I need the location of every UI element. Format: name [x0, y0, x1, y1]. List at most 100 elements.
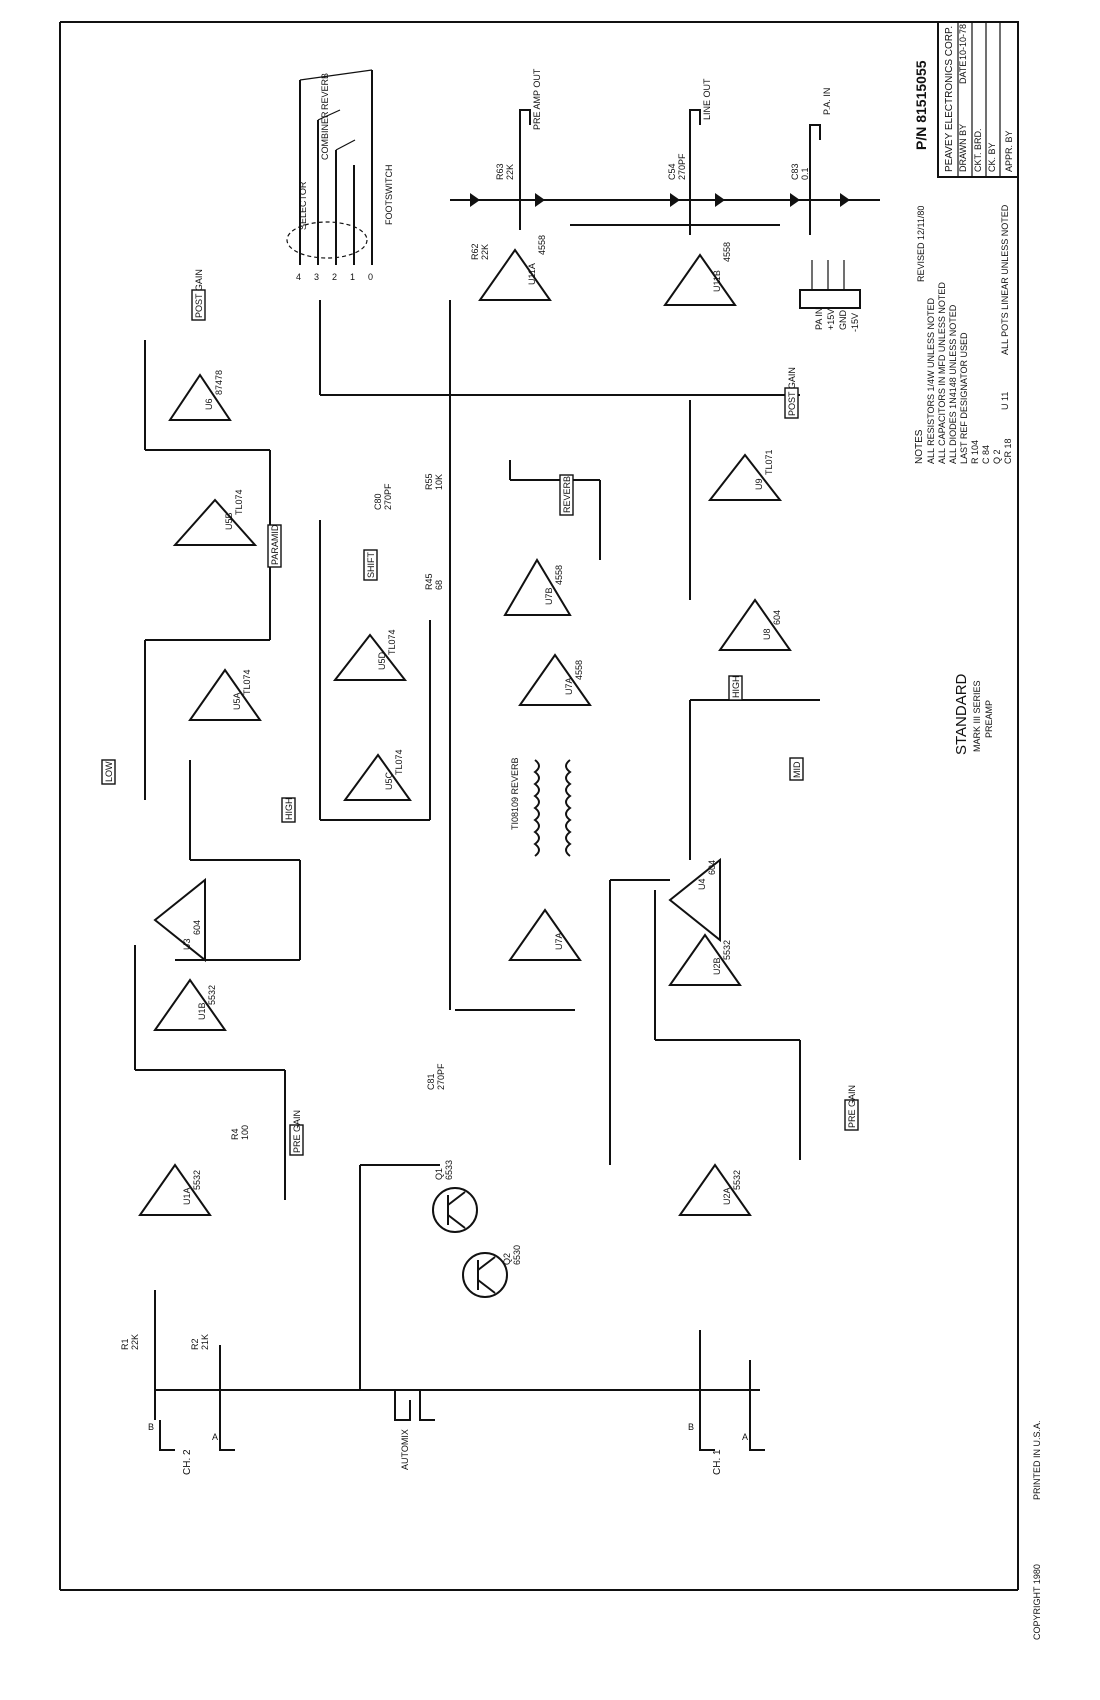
svg-text:U5D: U5D: [377, 651, 387, 670]
copyright: COPYRIGHT 1980: [1032, 1564, 1042, 1640]
title-block-frame: [937, 21, 1019, 178]
svg-text:P.A. IN: P.A. IN: [822, 88, 832, 115]
opamp-u4: [668, 857, 721, 943]
svg-text:U1A: U1A: [182, 1187, 192, 1205]
footswitch-pin: 3: [314, 272, 319, 282]
subtitle-label: PREAMP: [984, 700, 994, 738]
transistor-q1: Q1 6533: [432, 1160, 478, 1233]
pre-gain-label: PRE GAIN: [847, 1085, 857, 1128]
date-label: DATE: [958, 61, 968, 84]
line-out-jack: LINE OUT: [689, 78, 712, 135]
opamp-u5c: [343, 753, 412, 801]
component-value: 22K: [480, 244, 490, 260]
svg-text:U8: U8: [762, 628, 772, 640]
component-ref: R62: [470, 243, 480, 260]
pa-in-jack: P.A. IN: [809, 88, 832, 150]
appr-by-label: APPR. BY: [1004, 130, 1014, 172]
opamp-u2a: [678, 1163, 752, 1216]
svg-text:TL074: TL074: [242, 669, 252, 695]
high-label: HIGH: [284, 798, 294, 821]
automix-label: AUTOMIX: [400, 1429, 410, 1470]
component-value: 22K: [130, 1334, 140, 1350]
ch1-input-b: B: [688, 1422, 694, 1432]
sheet-title: STANDARD: [953, 673, 970, 755]
ck-by-label: CK. BY: [987, 142, 997, 172]
note-line: ALL RESISTORS 1/4W UNLESS NOTED: [926, 297, 936, 464]
svg-text:U9: U9: [754, 478, 764, 490]
note-line: ALL DIODES 1N4148 UNLESS NOTED: [948, 304, 958, 464]
series-label: MARK III SERIES: [972, 680, 982, 752]
printed-in: PRINTED IN U.S.A.: [1032, 1420, 1042, 1500]
pa-in-connector: PA IN +15V GND -15V: [799, 260, 861, 332]
ckt-brd-label: CKT. BRD.: [973, 128, 983, 172]
svg-text:604: 604: [707, 860, 717, 875]
pa-in-connector-label: PA IN: [814, 308, 824, 330]
mid-label: MID: [792, 761, 802, 778]
component-ref: R63: [495, 163, 505, 180]
opamp-u6: [168, 373, 232, 421]
note-line: U 11: [1000, 392, 1010, 410]
ch1-input-a: A: [742, 1432, 748, 1442]
svg-text:U1B: U1B: [197, 1002, 207, 1020]
svg-text:4558: 4558: [537, 235, 547, 255]
note-line: ALL CAPACITORS IN MFD UNLESS NOTED: [937, 282, 947, 464]
notes-block: NOTES ALL RESISTORS 1/4W UNLESS NOTED AL…: [914, 204, 1013, 464]
svg-text:Q1: Q1: [434, 1168, 444, 1180]
note-line: LAST REF DESIGNATOR USED: [959, 332, 969, 464]
ch2-input: B A CH. 2: [148, 1420, 235, 1475]
control-labels: POST GAIN POST GAIN PARAMID SHIFT REVERB…: [101, 269, 859, 1156]
note-line: ALL POTS LINEAR UNLESS NOTED: [1000, 204, 1010, 355]
wiring: [134, 224, 820, 1420]
footswitch-pin: 1: [350, 272, 355, 282]
ch1-input: B A CH. 1: [688, 1420, 765, 1475]
note-line: Q 2: [992, 449, 1002, 464]
plus15-label: +15V: [826, 309, 836, 330]
footswitch-pin: 4: [296, 272, 301, 282]
footswitch-pin: 2: [332, 272, 337, 282]
automix-jack: AUTOMIX: [394, 1390, 435, 1470]
svg-text:5532: 5532: [207, 985, 217, 1005]
component-ref: R4: [230, 1128, 240, 1140]
component-value: 270PF: [436, 1063, 446, 1090]
post-gain-label: POST GAIN: [194, 269, 204, 318]
reverb-tank-label: TI08109 REVERB: [510, 757, 520, 830]
svg-text:604: 604: [772, 610, 782, 625]
svg-text:Q2: Q2: [502, 1253, 512, 1265]
parametric-label: PARAMID: [270, 524, 280, 565]
note-line: R 104: [970, 440, 980, 464]
svg-text:87478: 87478: [214, 370, 224, 395]
pre-gain-label: PRE GAIN: [292, 1110, 302, 1153]
opamp-u2b: [668, 933, 742, 986]
svg-text:U11A: U11A: [527, 263, 537, 285]
opamp-u11b: [663, 253, 737, 306]
component-value: 21K: [200, 1334, 210, 1350]
footswitch-label: FOOTSWITCH: [384, 165, 394, 226]
svg-text:4558: 4558: [554, 565, 564, 585]
svg-text:U6: U6: [204, 398, 214, 410]
opamp-u1b: [153, 978, 227, 1031]
revision-note: REVISED 12/11/80: [916, 206, 926, 282]
svg-text:U5C: U5C: [384, 771, 394, 790]
component-ref: R45: [424, 573, 434, 590]
component-ref: C54: [667, 163, 677, 180]
opamp-u10: [707, 453, 783, 501]
output-diodes: [450, 135, 880, 235]
svg-text:5532: 5532: [732, 1170, 742, 1190]
svg-text:U3: U3: [182, 938, 192, 950]
component-value: 100: [240, 1125, 250, 1140]
svg-text:PRE AMP OUT: PRE AMP OUT: [532, 68, 542, 130]
svg-text:STANDARD: STANDARD: [953, 673, 970, 755]
footswitch-pin: 0: [368, 272, 373, 282]
component-ref: C83: [790, 163, 800, 180]
component-value: 270PF: [677, 153, 687, 180]
svg-text:U7A: U7A: [564, 677, 574, 695]
ch2-label: CH. 2: [182, 1449, 193, 1475]
component-ref: C81: [426, 1073, 436, 1090]
note-line: CR 18: [1003, 438, 1013, 464]
preamp-out-jack: PRE AMP OUT: [519, 68, 542, 135]
reverb-tank: TI08109 REVERB: [510, 757, 572, 857]
reverb-label: REVERB: [562, 476, 572, 513]
post-gain-label: POST GAIN: [787, 367, 797, 416]
high-label: HIGH: [731, 676, 741, 699]
svg-text:6530: 6530: [512, 1245, 522, 1265]
